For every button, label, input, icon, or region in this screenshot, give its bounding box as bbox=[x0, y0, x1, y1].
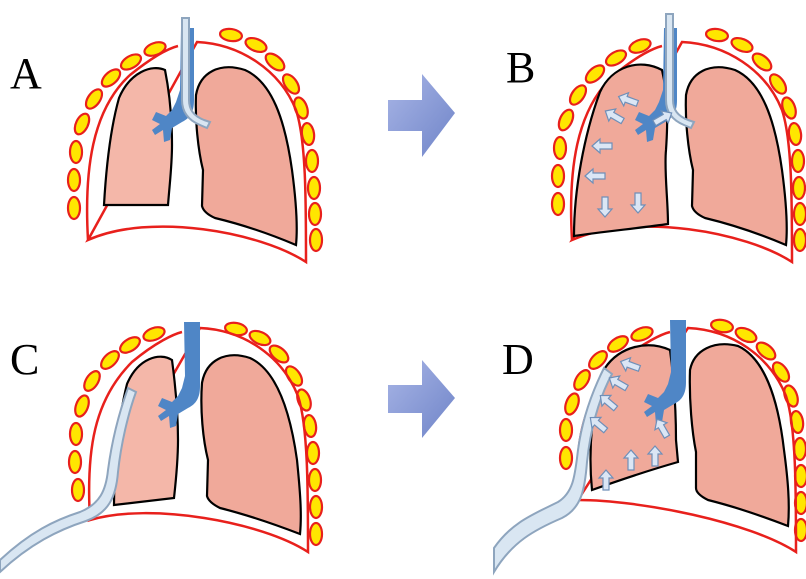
panel-a-left-lung bbox=[104, 68, 172, 205]
panel-label-c: C bbox=[10, 338, 39, 382]
transition-arrow-bottom-icon bbox=[388, 360, 455, 438]
panel-b-left-lung bbox=[574, 65, 668, 236]
panel-a-right-lung bbox=[196, 67, 297, 245]
panel-label-a: A bbox=[10, 52, 42, 96]
panel-b-diagram bbox=[552, 14, 806, 262]
panel-d-diagram bbox=[494, 318, 806, 572]
panel-label-d: D bbox=[502, 338, 534, 382]
panel-a-diagram bbox=[68, 18, 322, 262]
transition-arrow-top-icon bbox=[388, 74, 455, 157]
panel-c-chest-tube bbox=[0, 388, 136, 572]
panel-c-right-lung bbox=[201, 355, 300, 534]
panel-label-b: B bbox=[506, 46, 535, 90]
panel-b-right-lung bbox=[686, 67, 787, 245]
panel-c-diagram bbox=[0, 321, 322, 572]
